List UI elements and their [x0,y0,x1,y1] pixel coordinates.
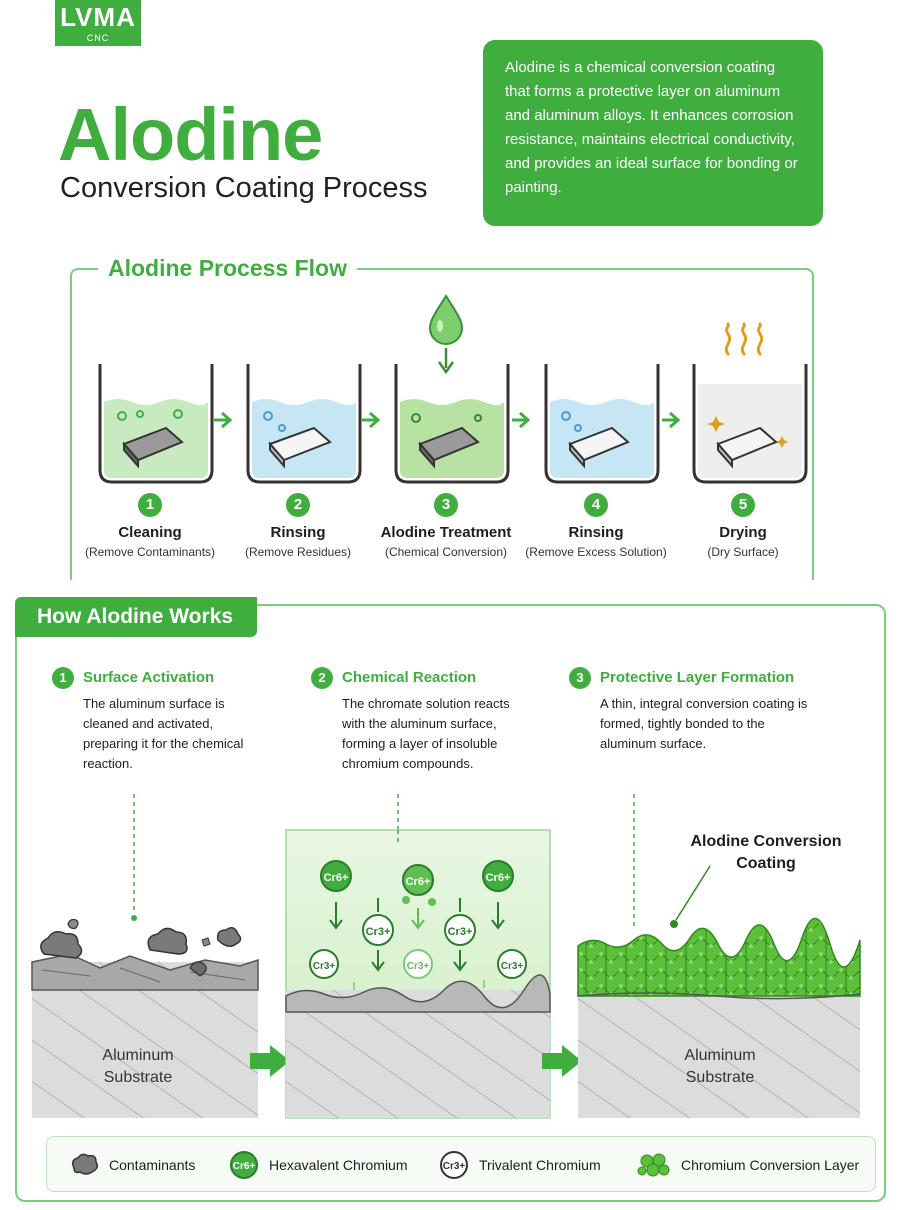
tank-rinsing-1 [246,364,362,484]
legend-item-trivalent: Cr3+ Trivalent Chromium [439,1137,601,1193]
step-number: 1 [138,493,162,517]
legend-label: Chromium Conversion Layer [681,1157,860,1173]
phase-number: 1 [52,667,74,689]
arrow-right-icon [362,411,381,429]
substrate-label: Aluminum Substrate [102,1047,174,1086]
intro-box: Alodine is a chemical conversion coating… [483,40,823,226]
step-name: Cleaning [118,524,182,541]
step-description: (Remove Residues) [244,545,352,559]
step-name: Drying [719,524,767,541]
ion-label: Cr3+ [313,961,336,972]
tank-drying [692,364,808,484]
intro-text: Alodine is a chemical conversion coating… [505,59,798,196]
step-name: Alodine Treatment [380,524,512,541]
arrow-right-icon [542,1045,582,1077]
how-it-works-panel [15,604,886,1202]
step-number: 3 [434,493,458,517]
phase-title: Chemical Reaction [342,669,477,686]
legend-item-hexavalent: Cr6+ Hexavalent Chromium [229,1137,408,1193]
ion-label: Cr3+ [501,961,524,972]
phase-text: The aluminum surface is cleaned and acti… [83,696,244,771]
droplet-icon [428,294,464,375]
tank-cleaning [98,364,214,484]
protective-layer-diagram [577,794,861,1118]
ion-label: Cr3+ [407,961,430,972]
process-flow-title: Alodine Process Flow [98,255,357,282]
surface-activation-diagram [31,794,259,1118]
step-description: (Remove Contaminants) [84,545,216,559]
process-flow-panel [70,268,814,580]
legend-label: Hexavalent Chromium [269,1157,408,1173]
conversion-layer-icon [637,1153,670,1177]
brand-logo: LVMA CNC [55,0,141,46]
phase-number: 2 [311,667,333,689]
page-title: Alodine [58,93,323,176]
phase-number: 3 [569,667,591,689]
legend-symbol: Cr3+ [443,1161,466,1172]
ion-label: Cr6+ [406,876,431,888]
legend-symbol: Cr6+ [233,1161,256,1172]
phase-text: The chromate solution reacts with the al… [342,696,510,771]
step-name: Rinsing [270,524,326,541]
legend-label: Contaminants [109,1157,196,1173]
ion-label: Cr6+ [324,872,349,884]
arrow-right-icon [250,1045,290,1077]
arrow-right-icon [512,411,531,429]
step-number: 2 [286,493,310,517]
step-number: 5 [731,493,755,517]
how-it-works-title: How Alodine Works [15,597,257,637]
arrow-right-icon [214,411,233,429]
hexavalent-chromium-icon: Cr6+ [230,1151,258,1179]
tank-rinsing-2 [544,364,660,484]
step-number: 4 [584,493,608,517]
phase-text: A thin, integral conversion coating is f… [600,696,808,751]
step-description: (Remove Excess Solution) [525,545,667,559]
tank-alodine [394,364,510,484]
arrow-right-icon [662,411,681,429]
page-subtitle: Conversion Coating Process [60,172,428,204]
heat-waves-icon [724,322,764,356]
logo-text: LVMA [60,2,136,32]
step-description: (Chemical Conversion) [384,545,508,559]
phase-title: Surface Activation [83,669,215,686]
step-name: Rinsing [568,524,624,541]
coating-label: Alodine Conversion Coating [690,833,842,872]
step-description: (Dry Surface) [707,545,779,559]
ion-label: Cr3+ [366,926,391,938]
trivalent-chromium-icon: Cr3+ [440,1151,468,1179]
logo-subtext: CNC [86,33,110,43]
legend-item-contaminants: Contaminants [69,1137,195,1193]
ion-label: Cr6+ [486,872,511,884]
legend-label: Trivalent Chromium [479,1157,601,1173]
chemical-reaction-diagram: Cr6+ Cr6+ Cr6+ Cr3+ Cr3+ Cr3+ Cr3+ Cr3+ [285,794,551,1119]
phase-title: Protective Layer Formation [600,669,795,686]
ion-label: Cr3+ [448,926,473,938]
legend-item-conversion-layer: Chromium Conversion Layer [637,1137,859,1193]
contaminant-icon [71,1153,99,1175]
substrate-label: Aluminum Substrate [684,1047,756,1086]
legend: Contaminants Cr6+ Hexavalent Chromium Cr… [46,1136,876,1192]
